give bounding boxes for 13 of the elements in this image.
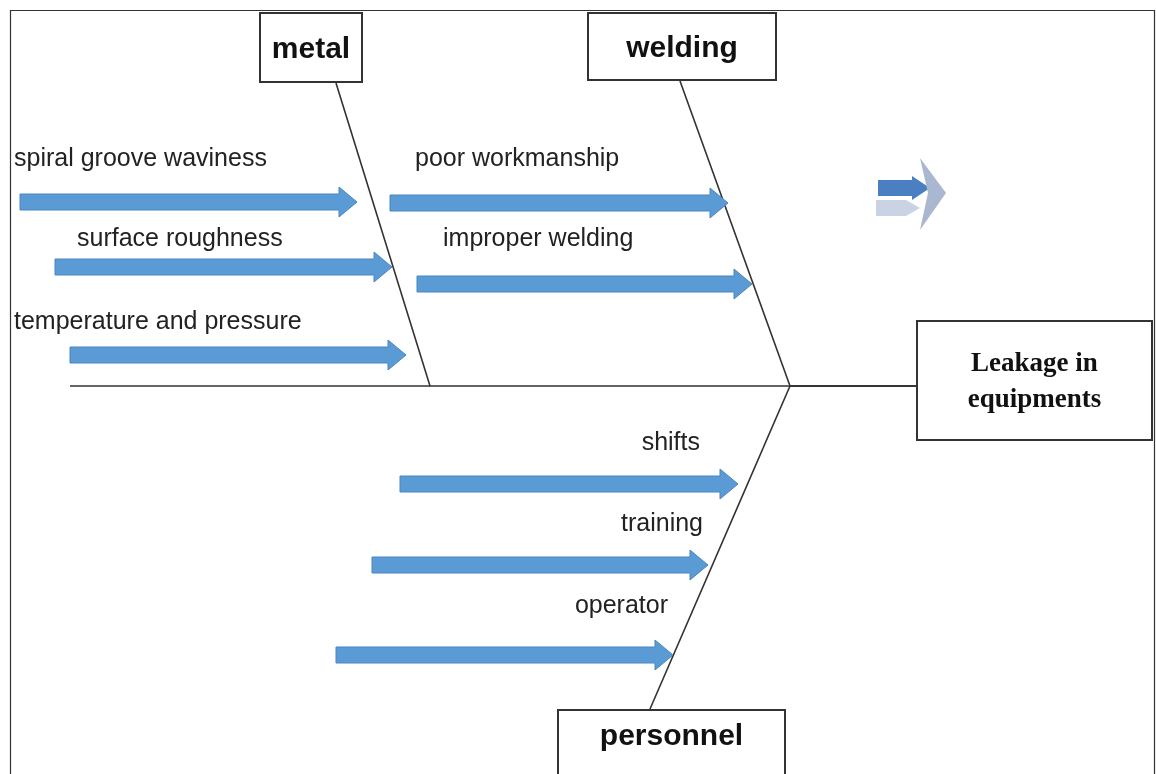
cause-label: surface roughness [77,223,283,252]
cause-label: spiral groove waviness [14,143,267,172]
fishbone-line [649,385,917,710]
cause-label: shifts [641,427,700,456]
cause-label: operator [574,590,668,619]
effect-box: Leakage in equipments [916,320,1153,441]
cause-label: training [621,508,703,537]
cause-label: improper welding [443,223,634,252]
cause-label: poor workmanship [415,143,620,172]
cause-label: temperature and pressure [14,306,302,335]
category-box: metal [259,12,363,83]
category-box: welding [587,12,777,81]
category-box: personnel [557,709,786,774]
